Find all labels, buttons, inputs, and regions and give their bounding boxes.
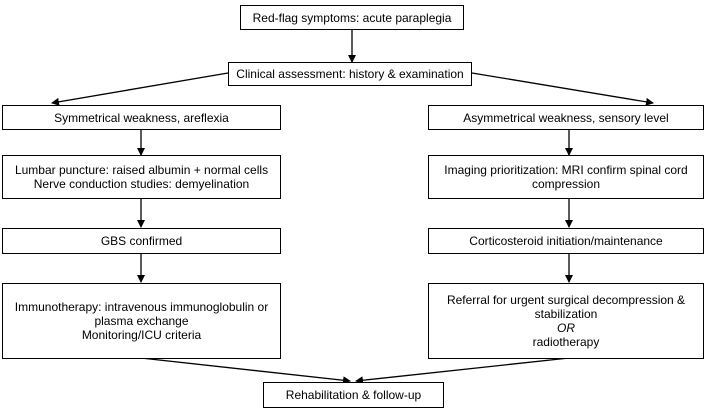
arrow-assessment-to-left <box>51 72 229 106</box>
start-box: Red-flag symptoms: acute paraplegia <box>240 5 464 30</box>
right-treatment-line-4: radiotherapy <box>532 335 600 349</box>
right-presentation-box: Asymmetrical weakness, sensory level <box>428 105 704 130</box>
left-diagnosis-text: GBS confirmed <box>100 234 183 248</box>
right-imaging-box: Imaging prioritization: MRI confirm spin… <box>428 155 704 199</box>
right-treatment-or: OR <box>557 321 575 335</box>
left-presentation-box: Symmetrical weakness, areflexia <box>2 105 281 130</box>
right-imaging-line-1: Imaging prioritization: MRI confirm spin… <box>444 163 688 177</box>
arrow-left-to-rehab <box>140 357 351 385</box>
left-presentation-text: Symmetrical weakness, areflexia <box>54 110 229 125</box>
assessment-text: Clinical assessment: history & examinati… <box>236 67 464 81</box>
left-tests-line-2: Nerve conduction studies: demyelination <box>33 177 250 191</box>
right-imaging-line-2: compression <box>531 177 601 191</box>
start-text: Red-flag symptoms: acute paraplegia <box>252 10 452 25</box>
right-presentation-text: Asymmetrical weakness, sensory level <box>463 110 669 125</box>
assessment-box: Clinical assessment: history & examinati… <box>228 62 472 86</box>
rehabilitation-box: Rehabilitation & follow-up <box>263 382 444 408</box>
left-treatment-line-3: Monitoring/ICU criteria <box>81 328 202 342</box>
arrow-right-to-rehab <box>355 357 570 385</box>
left-tests-line-1: Lumbar puncture: raised albumin + normal… <box>14 163 269 177</box>
right-steroid-text: Corticosteroid initiation/maintenance <box>469 234 663 248</box>
right-treatment-box: Referral for urgent surgical decompressi… <box>428 283 704 359</box>
right-steroid-box: Corticosteroid initiation/maintenance <box>428 228 704 254</box>
rehabilitation-text: Rehabilitation & follow-up <box>285 388 422 402</box>
left-diagnosis-box: GBS confirmed <box>2 228 281 254</box>
left-treatment-line-2: plasma exchange <box>94 314 189 328</box>
left-treatment-box: Immunotherapy: intravenous immunoglobuli… <box>2 283 281 359</box>
arrow-assessment-to-right <box>471 72 654 106</box>
left-tests-box: Lumbar puncture: raised albumin + normal… <box>2 155 281 199</box>
right-treatment-line-1: Referral for urgent surgical decompressi… <box>446 293 686 307</box>
right-treatment-line-2: stabilization <box>534 307 598 321</box>
left-treatment-line-1: Immunotherapy: intravenous immunoglobuli… <box>14 300 269 314</box>
